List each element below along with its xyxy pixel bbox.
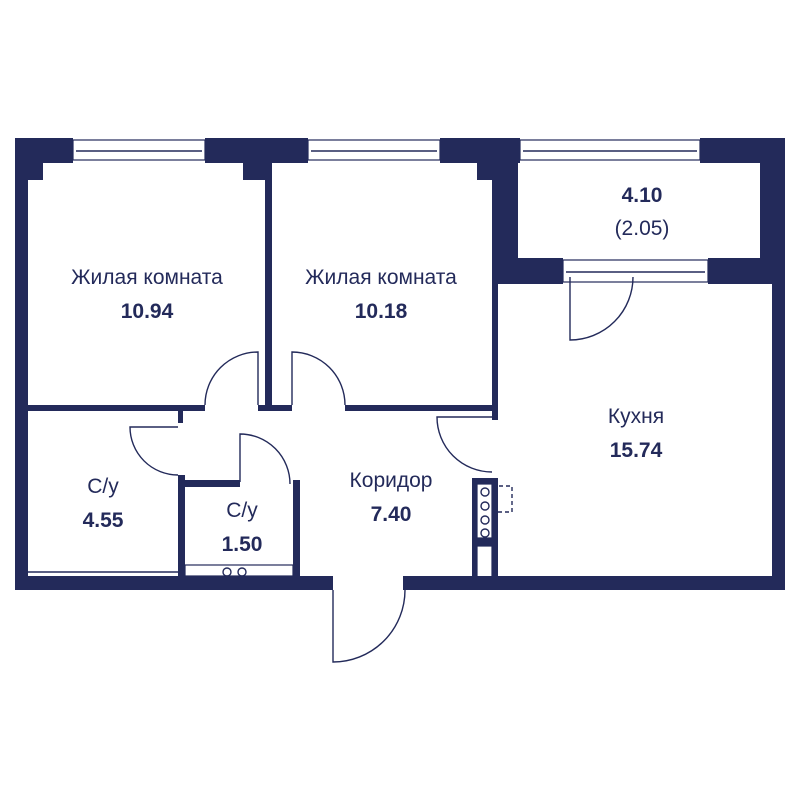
room-area: 7.40 [371,503,412,526]
doors [129,276,634,663]
room-living-2: Жилая комната 10.18 [305,266,457,323]
room-area: 10.94 [121,300,174,323]
room-name: С/у [226,499,258,522]
room-area: 10.18 [355,300,408,323]
room-bathroom-1: С/у 4.55 [83,475,124,532]
room-area: 4.10 [622,184,663,207]
room-name: Жилая комната [305,266,457,289]
room-living-1: Жилая комната 10.94 [71,266,223,323]
room-area: 15.74 [610,439,663,462]
room-corridor: Коридор 7.40 [350,469,433,526]
room-name: Коридор [350,469,433,492]
room-name: Жилая комната [71,266,223,289]
room-area-secondary: (2.05) [615,217,670,240]
room-area: 4.55 [83,509,124,532]
room-bathroom-2: С/у 1.50 [222,499,263,556]
room-name: С/у [87,475,119,498]
room-balcony: 4.10 (2.05) [615,184,670,240]
room-name: Кухня [608,405,664,428]
windows [72,139,709,283]
room-area: 1.50 [222,533,263,556]
walls [15,138,785,590]
room-kitchen: Кухня 15.74 [608,405,664,462]
fixtures [28,485,513,577]
